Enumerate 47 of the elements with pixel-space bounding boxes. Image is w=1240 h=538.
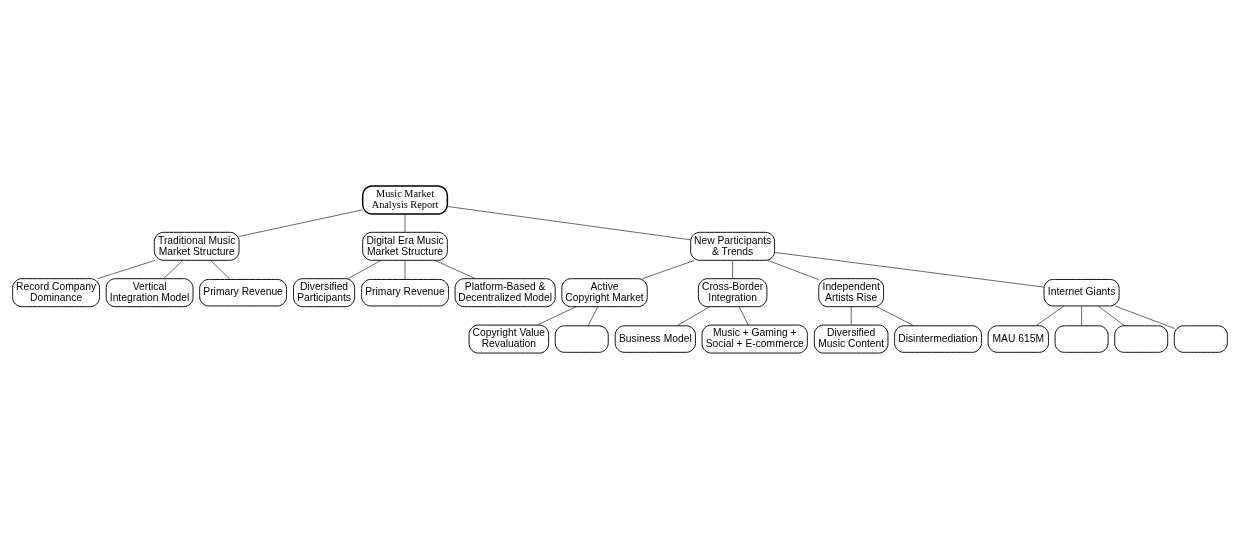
node-box: Diversified Music Content (813, 324, 889, 354)
connector (1098, 305, 1125, 326)
node-box: Cross-Border Integration (697, 277, 768, 307)
connector (404, 259, 406, 280)
node-box (1054, 324, 1109, 353)
connector (404, 213, 406, 232)
connector (1035, 305, 1064, 326)
connector (163, 259, 183, 279)
node-box (1173, 324, 1228, 353)
node-box: Internet Giants (1043, 278, 1120, 306)
node-box: Digital Era Music Market Structure (362, 231, 448, 261)
node-box: Active Copyright Market (561, 277, 648, 307)
node-box: Music Market Analysis Report (361, 184, 449, 215)
connector (850, 306, 852, 325)
node-box: Record Company Dominance (12, 277, 100, 307)
connector (210, 259, 231, 280)
node-box: Traditional Music Market Structure (153, 231, 240, 261)
connector (738, 306, 749, 325)
connector (347, 259, 382, 279)
node-box: Vertical Integration Model (105, 277, 194, 307)
node-box: Disintermediation (894, 324, 982, 353)
connector (676, 305, 710, 326)
node-box (1114, 324, 1169, 353)
connector (732, 259, 733, 279)
node-box: Platform-Based & Decentralized Model (454, 277, 556, 307)
connector (537, 305, 577, 325)
connector (767, 259, 820, 280)
node-box: MAU 615M (987, 324, 1049, 353)
connector (1114, 305, 1175, 329)
connector (97, 259, 156, 279)
node-box: Copyright Value Revaluation (468, 324, 550, 354)
node-box: Independent Artists Rise (818, 277, 885, 307)
connector (876, 305, 914, 326)
connector (642, 259, 695, 279)
connector (434, 259, 476, 279)
node-box: Primary Revenue (361, 278, 449, 306)
connector (774, 251, 1045, 287)
node-box: Business Model (614, 324, 696, 353)
connector (238, 208, 363, 237)
connector (447, 205, 691, 240)
connector (587, 306, 599, 326)
node-box: Music + Gaming + Social + E-commerce (701, 324, 808, 354)
connector (1081, 305, 1082, 326)
node-box: New Participants & Trends (690, 231, 776, 261)
node-box: Primary Revenue (199, 278, 287, 306)
node-box (554, 324, 609, 353)
node-box: Diversified Participants (293, 277, 356, 307)
